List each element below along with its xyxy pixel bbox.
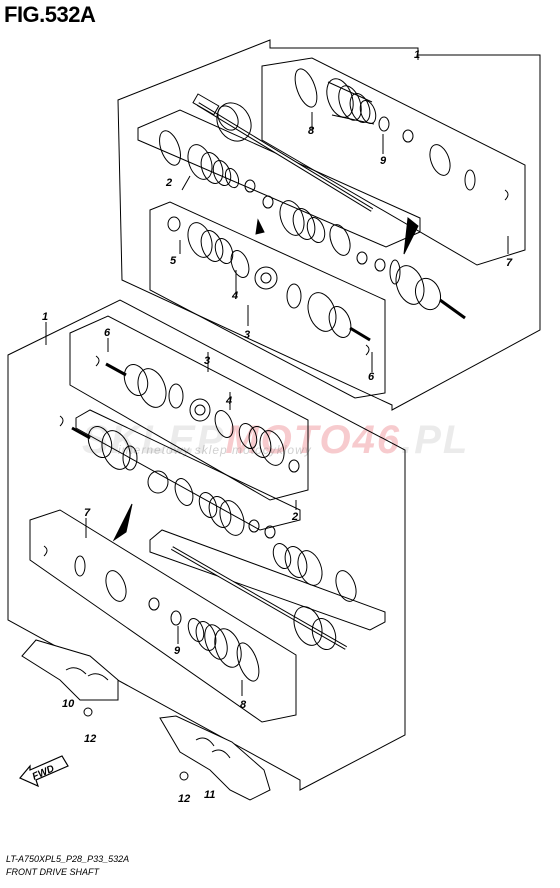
upper-clip: [504, 189, 509, 201]
upper-small-band-kit2: [244, 179, 256, 193]
upper-circlip: [402, 129, 414, 143]
bolt-12a: [83, 707, 93, 717]
upper-assembly-frame: [117, 39, 541, 411]
callout-7-upper: 7: [506, 257, 513, 269]
figure-caption: FRONT DRIVE SHAFT: [6, 867, 100, 877]
bolt-12b: [179, 771, 189, 781]
callout-12-upper: 12: [84, 733, 96, 745]
callout-11: 11: [204, 789, 215, 801]
lower-housing: [105, 362, 167, 408]
callout-3-upper: 3: [244, 329, 250, 341]
callout-9-lower: 9: [174, 645, 181, 657]
callout-4-lower: 4: [225, 395, 232, 407]
lower-boot-kit-frame: [29, 509, 297, 723]
upper-kit3-frame: [149, 201, 386, 399]
upper-boot-kit2: [187, 144, 240, 189]
guard-11: [159, 715, 271, 801]
callout-8-upper: 8: [308, 125, 315, 137]
callout-1-lower: 1: [42, 311, 48, 323]
lower-assembly-frame: [7, 299, 406, 791]
callout-12-lower: 12: [178, 793, 190, 805]
lower-direction-arrow: [112, 503, 133, 542]
upper-nut-5: [167, 216, 181, 232]
upper-cv-joint-left: [216, 102, 252, 142]
lower-tripod: [189, 398, 211, 422]
upper-clip-6: [365, 344, 370, 356]
upper-boot-center: [279, 200, 326, 244]
lower-clip-6: [95, 355, 100, 367]
lower-boot-kit3: [238, 422, 285, 466]
fwd-arrow: [19, 755, 69, 788]
upper-boot-band-large: [294, 68, 318, 108]
model-code: LT-A750XPL5_P28_P33_532A: [6, 854, 130, 864]
callout-5: 5: [170, 255, 177, 267]
callout-3-lower: 3: [204, 355, 210, 367]
callout-1-upper: 1: [414, 49, 420, 61]
upper-boot-band-7: [429, 144, 451, 176]
callout-10: 10: [62, 698, 75, 710]
callout-4-upper: 4: [231, 290, 238, 302]
upper-boot-kit3: [187, 222, 234, 265]
lower-band-4: [214, 410, 234, 438]
upper-boot-8: [326, 78, 377, 125]
upper-snap-ring: [464, 169, 476, 191]
upper-kit2-frame: [137, 109, 421, 248]
upper-boot-band-small-9: [378, 116, 390, 132]
lower-kit3-frame: [69, 315, 309, 501]
upper-boot-kit-frame: [261, 57, 526, 266]
upper-cv-joint-right: [395, 265, 466, 320]
lower-boot-kit2: [198, 491, 245, 536]
lower-cv-joint-left: [71, 426, 131, 470]
lower-boot-8: [187, 617, 242, 668]
lower-band-9: [170, 610, 182, 626]
upper-housing: [307, 292, 371, 342]
callout-6-upper: 6: [368, 371, 375, 383]
figure-title: FIG.532A: [4, 2, 96, 27]
callout-2-upper: 2: [165, 177, 172, 189]
upper-direction-arrow: [403, 217, 419, 255]
upper-band-kit2: [159, 130, 181, 166]
lower-kit2-frame: [75, 409, 301, 531]
guard-10: [21, 639, 119, 701]
callout-2-lower: 2: [291, 511, 298, 523]
callout-8-lower: 8: [240, 699, 247, 711]
upper-band-4: [230, 250, 250, 278]
fwd-label: FWD: [31, 763, 56, 782]
callout-6-lower: 6: [104, 327, 111, 339]
lower-boot-band-large: [236, 642, 260, 682]
lower-cv-joint-right: [293, 606, 337, 650]
lower-shaft-frame: [149, 529, 386, 631]
callout-9-upper: 9: [380, 155, 387, 167]
lower-boot-center: [272, 542, 323, 586]
upper-tripod: [254, 266, 278, 290]
callout-7-lower: 7: [84, 507, 91, 519]
